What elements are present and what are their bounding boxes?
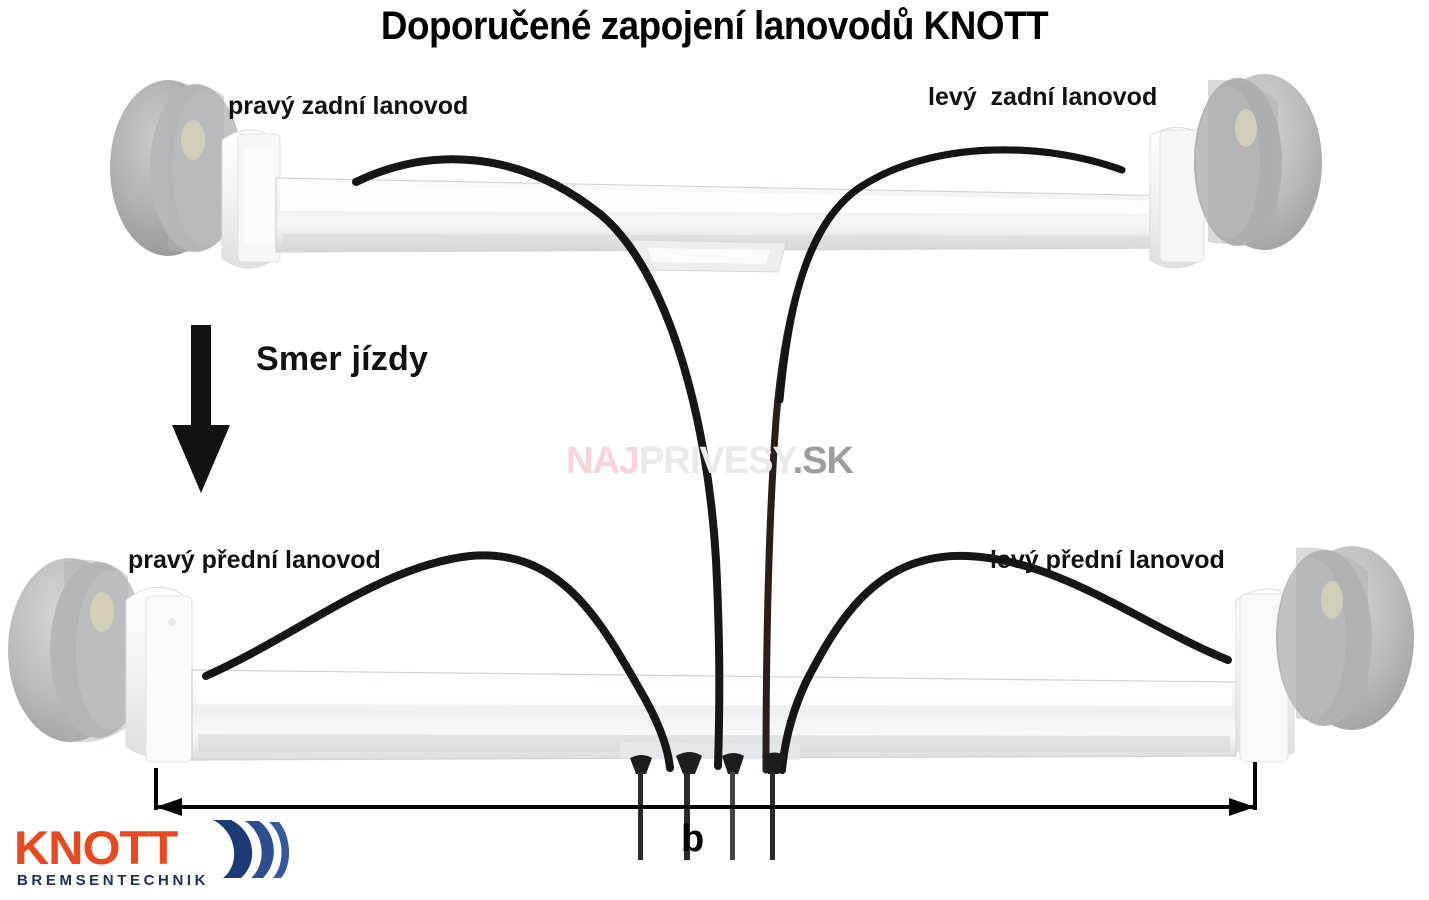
down-arrow-icon: [172, 325, 230, 493]
front-axle-left-brake-drum: [1276, 546, 1414, 730]
rear-axle-left-hub: [1149, 127, 1205, 269]
arrow-right-icon: [1229, 798, 1255, 816]
front-left-cable: [778, 551, 1232, 774]
rear-axle-left-brake-drum: [1194, 74, 1322, 250]
rear-left-cable-highlight: [776, 146, 1126, 404]
cable-end-1: [630, 755, 652, 860]
dimension-line-b: [154, 762, 1257, 816]
label-rear-right-cable: pravý zadní lanovod: [228, 92, 469, 120]
front-axle-right-hub: [125, 586, 193, 763]
front-axle-right-brake-drum: [8, 558, 146, 743]
front-axle-assembly: [8, 546, 1414, 763]
knott-logo: KNOTT BREMSENTECHNIK: [14, 820, 290, 896]
label-rear-left-cable: levý zadní lanovod: [928, 83, 1158, 111]
knott-swoosh-icon: [213, 820, 290, 878]
label-front-left-cable: levý přední lanovod: [990, 546, 1225, 574]
dimension-label-b: b: [681, 818, 705, 860]
label-front-right-cable: pravý přední lanovod: [128, 546, 381, 574]
knott-logo-tagline: BREMSENTECHNIK: [17, 872, 210, 889]
knott-logo-wordmark: KNOTT: [14, 821, 178, 874]
rear-right-cable: [352, 155, 724, 770]
front-right-cable: [202, 551, 674, 772]
cable-end-3: [722, 753, 744, 860]
label-direction-of-travel: Smer jízdy: [256, 340, 429, 378]
rear-axle-center-bracket: [631, 239, 787, 273]
rear-axle-tube: [275, 177, 1179, 253]
rear-axle-right-hub: [221, 129, 281, 269]
cable-end-fittings: [630, 752, 786, 860]
cable-end-2: [676, 752, 702, 860]
front-axle-tube: [191, 669, 1237, 761]
rear-axle-assembly: [110, 74, 1322, 273]
arrow-left-icon: [156, 798, 182, 816]
rear-axle-right-brake-drum: [110, 80, 242, 256]
page-title: Doporučené zapojení lanovodů KNOTT: [380, 4, 1049, 48]
cable-end-4: [762, 752, 786, 860]
brake-cables: [202, 146, 1232, 774]
